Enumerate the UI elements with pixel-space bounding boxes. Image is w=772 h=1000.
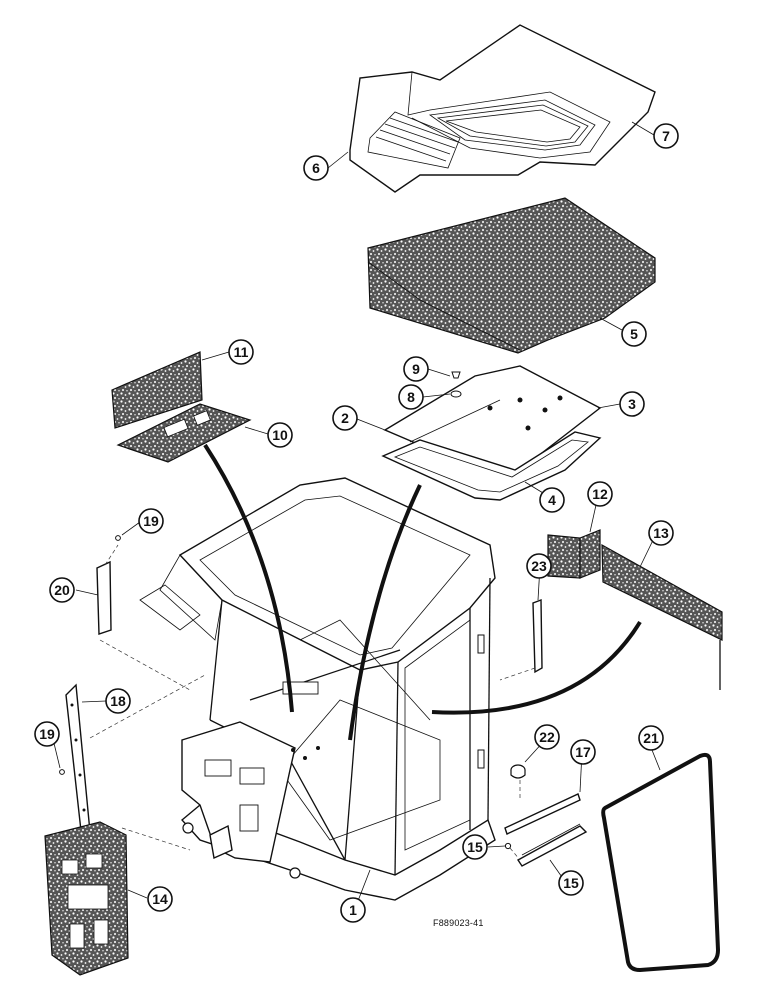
gasket-part [381,431,602,501]
callout-label: 9 [412,361,420,377]
window-glass-part [601,752,721,973]
callout-label: 21 [643,730,659,746]
callout-11: 11 [228,339,254,365]
callout-2: 2 [332,405,358,431]
callout-21: 21 [638,725,664,751]
sill-bracket-part [516,823,588,867]
callout-label: 5 [630,326,638,342]
callout-23: 23 [526,553,552,579]
callout-label: 12 [592,486,608,502]
side-insulation-small-part [547,529,601,579]
callout-label: 11 [234,344,249,360]
figure-reference-code: F889023-41 [433,918,484,928]
callout-label: 23 [531,558,547,574]
callout-14: 14 [147,886,173,912]
relation-lines [203,443,642,741]
callout-19-bottom: 19 [34,721,60,747]
callout-label: 20 [54,582,70,598]
roof-insulation-part [111,351,203,429]
callout-label: 19 [39,726,55,742]
callout-label: 17 [575,744,591,760]
callout-label: 22 [539,729,555,745]
callout-13: 13 [648,520,674,546]
floor-mat-part [349,24,656,193]
callout-label: 1 [349,902,357,918]
front-insulation-part [44,821,129,976]
callout-label: 15 [467,839,483,855]
callout-12: 12 [587,481,613,507]
callout-label: 15 [563,875,579,891]
callout-label: 14 [152,891,168,907]
callout-label: 19 [143,513,159,529]
callout-16: 15 [462,834,488,860]
callout-8: 8 [398,384,424,410]
alignment-lines [89,639,536,861]
callout-label: 18 [110,693,126,709]
callout-3: 3 [619,391,645,417]
callout-label: 13 [653,525,669,541]
callout-6: 6 [303,155,329,181]
callout-label: 3 [628,396,636,412]
callout-4: 4 [539,487,565,513]
floor-insulation-part [367,197,656,354]
callout-15: 15 [558,870,584,896]
callout-label: 8 [407,389,415,405]
roof-mat-part [116,403,252,463]
trim-strip-small-part [96,544,119,635]
callout-label: 10 [272,427,288,443]
callout-label: 6 [312,160,320,176]
callout-20: 20 [49,577,75,603]
side-insulation-large-part [601,543,723,690]
callout-22: 22 [534,724,560,750]
sill-strip-part [504,793,581,835]
callout-1: 1 [340,897,366,923]
callout-10: 10 [267,422,293,448]
cab-frame-part [139,477,496,901]
callout-label: 4 [548,492,556,508]
hardware-parts [59,371,512,850]
callout-label: 2 [341,410,349,426]
seal-strip-part [532,598,543,674]
callout-18: 18 [105,688,131,714]
plug-part [510,764,526,779]
trim-strip-long-part [65,683,91,842]
callout-19-top: 19 [138,508,164,534]
callout-17: 17 [570,739,596,765]
callout-5: 5 [621,321,647,347]
callout-7: 7 [653,123,679,149]
callout-9: 9 [403,356,429,382]
callout-label: 7 [662,128,670,144]
